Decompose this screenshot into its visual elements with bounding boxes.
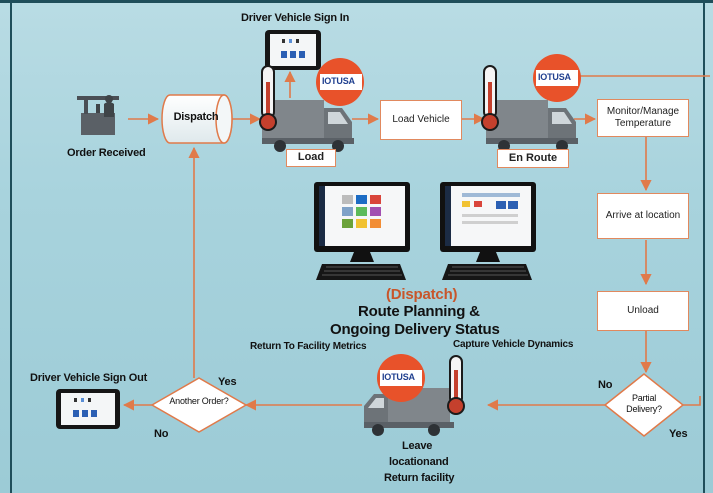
arrive-location-box: Arrive at location — [597, 193, 689, 239]
iotusa-badge-2 — [533, 54, 581, 102]
decision-partial-delivery — [603, 373, 685, 437]
driver-sign-out-label: Driver Vehicle Sign Out — [30, 372, 148, 384]
dispatch-label: Dispatch — [173, 111, 219, 123]
driver-sign-in-label: Driver Vehicle Sign In — [241, 12, 350, 24]
load-vehicle-box: Load Vehicle — [380, 100, 462, 140]
partial-no-label: No — [598, 379, 613, 391]
load-tag: Load — [286, 149, 336, 167]
route-planning-label: Route Planning & — [358, 303, 480, 320]
partial-delivery-text: Partial Delivery? — [626, 393, 662, 414]
unload-box: Unload — [597, 291, 689, 331]
monitor-icon-1 — [314, 182, 410, 262]
connectors — [122, 70, 710, 411]
frame-top — [0, 0, 713, 3]
another-order-text: Another Order? — [169, 396, 229, 406]
location-and-label: locationand — [389, 456, 449, 468]
connector-top-right — [559, 75, 710, 82]
return-facility-label: Return facility — [384, 472, 455, 484]
return-metrics-label: Return To Facility Metrics — [250, 341, 367, 352]
iotusa-badge-3 — [377, 354, 425, 402]
thermometer-icon-1 — [259, 65, 277, 131]
keyboard-icon-1 — [316, 264, 406, 280]
monitor-icon-2 — [440, 182, 536, 262]
iotusa-logo-text-1: IOTUSA — [322, 76, 355, 86]
order-received-label: Order Received — [67, 147, 146, 159]
another-no-label: No — [154, 428, 169, 440]
tablet-signout-icon — [56, 389, 120, 429]
thermometer-icon-2 — [481, 65, 499, 131]
connector-partial-yes — [683, 396, 701, 406]
ongoing-status-label: Ongoing Delivery Status — [330, 321, 500, 338]
iotusa-logo-text-2: IOTUSA — [538, 72, 571, 82]
truck-icon-enroute — [486, 100, 578, 152]
top-cutoff-text: ... — [400, 0, 409, 3]
iotusa-badge-1 — [316, 58, 364, 106]
frame-left — [10, 0, 12, 493]
dispatch-cylinder — [161, 94, 233, 144]
en-route-tag: En Route — [497, 149, 569, 168]
tablet-icon — [265, 30, 321, 70]
worker-desk-icon — [77, 95, 119, 135]
iotusa-logo-text-3: IOTUSA — [382, 372, 415, 382]
monitor-temperature-box: Monitor/Manage Temperature — [597, 99, 689, 137]
frame-right — [703, 0, 705, 493]
decision-another-order — [150, 377, 248, 433]
capture-dynamics-label: Capture Vehicle Dynamics — [453, 339, 574, 350]
dispatch-paren-label: (Dispatch) — [386, 286, 458, 303]
another-yes-label: Yes — [218, 376, 237, 388]
keyboard-icon-2 — [442, 264, 532, 280]
partial-yes-label: Yes — [669, 428, 688, 440]
leave-label: Leave — [402, 440, 433, 452]
thermometer-icon-3 — [447, 355, 465, 415]
